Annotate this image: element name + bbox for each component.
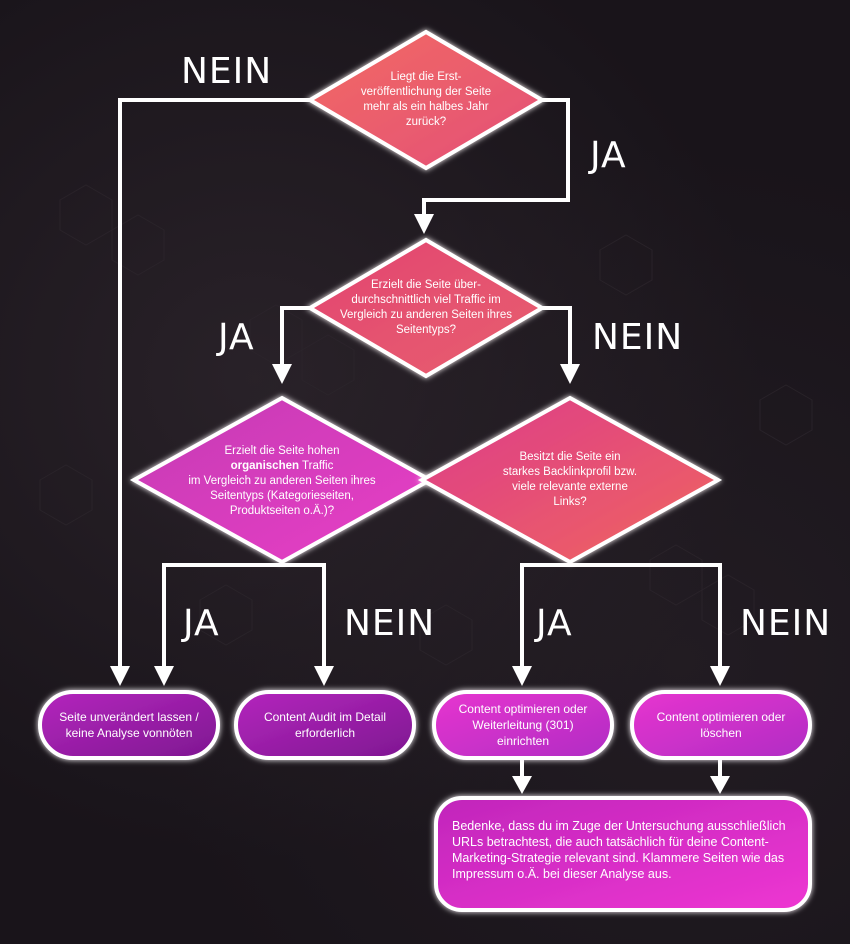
arrow-q2 (414, 214, 434, 234)
edge-q4-no (570, 563, 722, 668)
note-text: Bedenke, dass du im Zuge der Untersuchun… (452, 819, 786, 881)
decision-q4 (417, 395, 723, 565)
note-box (434, 796, 812, 912)
decision-q1 (306, 29, 546, 171)
connectors (118, 98, 722, 778)
outcome-keep-box (38, 690, 220, 760)
outcome-redirect-box (432, 690, 614, 760)
label-q3-no: NEIN (344, 603, 436, 644)
label-q4-yes: JA (536, 603, 573, 644)
arrow-redirect (512, 666, 532, 686)
label-q2-no: NEIN (592, 317, 684, 358)
arrowheads (110, 214, 730, 794)
arrow-keep (110, 666, 130, 686)
arrow-audit (314, 666, 334, 686)
arrow-note-1 (512, 776, 532, 794)
label-q1-no: NEIN (181, 51, 273, 92)
edge-q3-no (282, 563, 326, 668)
label-q1-yes: JA (590, 135, 627, 176)
decision-q3 (129, 395, 435, 565)
outcome-delete-box (630, 690, 812, 760)
label-q4-no: NEIN (740, 603, 832, 644)
edge-q3-yes (162, 563, 282, 668)
arrow-note-2 (710, 776, 730, 794)
edge-q2-no (542, 306, 572, 368)
label-q2-yes: JA (218, 317, 255, 358)
edge-q2-yes (280, 306, 310, 368)
edge-q1-yes (422, 98, 570, 218)
arrow-keep-2 (154, 666, 174, 686)
outcome-audit-box (234, 690, 416, 760)
edge-q1-no (118, 98, 310, 668)
edge-q4-yes (520, 563, 570, 668)
hex-pattern (39, 184, 813, 666)
label-q3-yes: JA (183, 603, 220, 644)
decision-q2 (306, 237, 546, 379)
arrow-delete (710, 666, 730, 686)
arrow-q4 (560, 364, 580, 384)
arrow-q3 (272, 364, 292, 384)
